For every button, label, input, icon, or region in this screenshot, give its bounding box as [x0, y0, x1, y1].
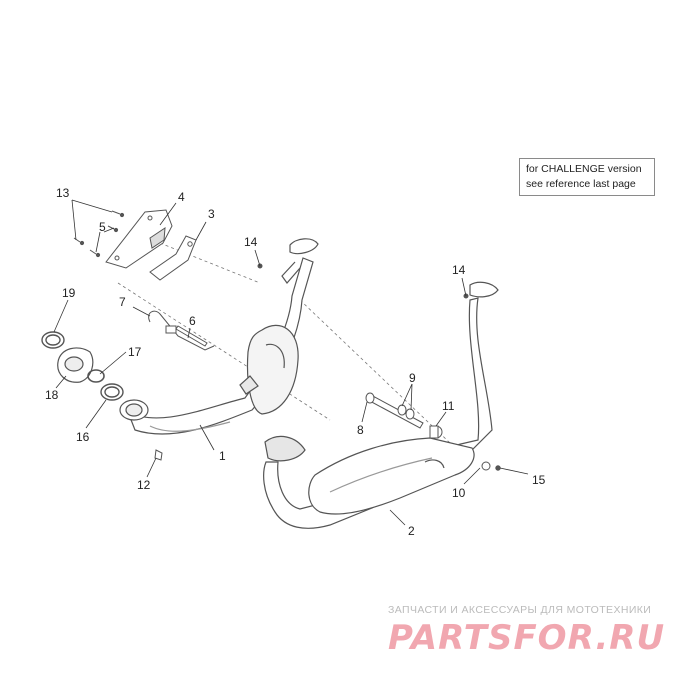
callout-10: 10 — [452, 486, 466, 500]
heat-shield-4 — [105, 209, 173, 269]
callout-19: 19 — [62, 286, 76, 300]
note-line-1: for CHALLENGE version — [526, 163, 642, 175]
callout-8: 8 — [357, 423, 364, 437]
callout-7: 7 — [119, 295, 126, 309]
watermark-logo: PARTSFOR.RU — [388, 618, 666, 658]
watermark-tagline: ЗАПЧАСТИ И АКСЕССУАРЫ ДЛЯ МОТОТЕХНИКИ — [388, 604, 652, 616]
challenge-version-note: for CHALLENGE version see reference last… — [519, 158, 655, 196]
flange-18 — [57, 347, 94, 383]
callout-5: 5 — [99, 220, 106, 234]
gasket-17 — [87, 369, 105, 383]
callout-14-right: 14 — [452, 263, 466, 277]
gasket-19 — [41, 331, 65, 349]
callout-2: 2 — [408, 524, 415, 538]
exhaust-pipe-right — [263, 281, 499, 529]
callout-3: 3 — [208, 207, 215, 221]
hardware — [154, 263, 501, 471]
callout-4: 4 — [178, 190, 185, 204]
callout-16: 16 — [76, 430, 90, 444]
gasket-16 — [100, 383, 124, 401]
callout-6: 6 — [189, 314, 196, 328]
callout-1: 1 — [219, 449, 226, 463]
flange-left-pipe — [119, 399, 149, 421]
callout-9: 9 — [409, 371, 416, 385]
callout-18: 18 — [45, 388, 59, 402]
bolt-6 — [165, 325, 208, 347]
exhaust-pipe-left — [126, 238, 319, 435]
callout-14-left: 14 — [244, 235, 258, 249]
alignment-lines — [117, 242, 471, 463]
watermark: ЗАПЧАСТИ И АКСЕССУАРЫ ДЛЯ МОТОТЕХНИКИ PA… — [388, 604, 688, 658]
screws — [73, 210, 125, 258]
note-line-2: see reference last page — [526, 178, 636, 190]
leader-lines — [53, 199, 529, 526]
callout-15: 15 — [532, 473, 546, 487]
callout-17: 17 — [128, 345, 142, 359]
callout-13: 13 — [56, 186, 70, 200]
callout-11: 11 — [442, 399, 455, 413]
callout-12: 12 — [137, 478, 151, 492]
